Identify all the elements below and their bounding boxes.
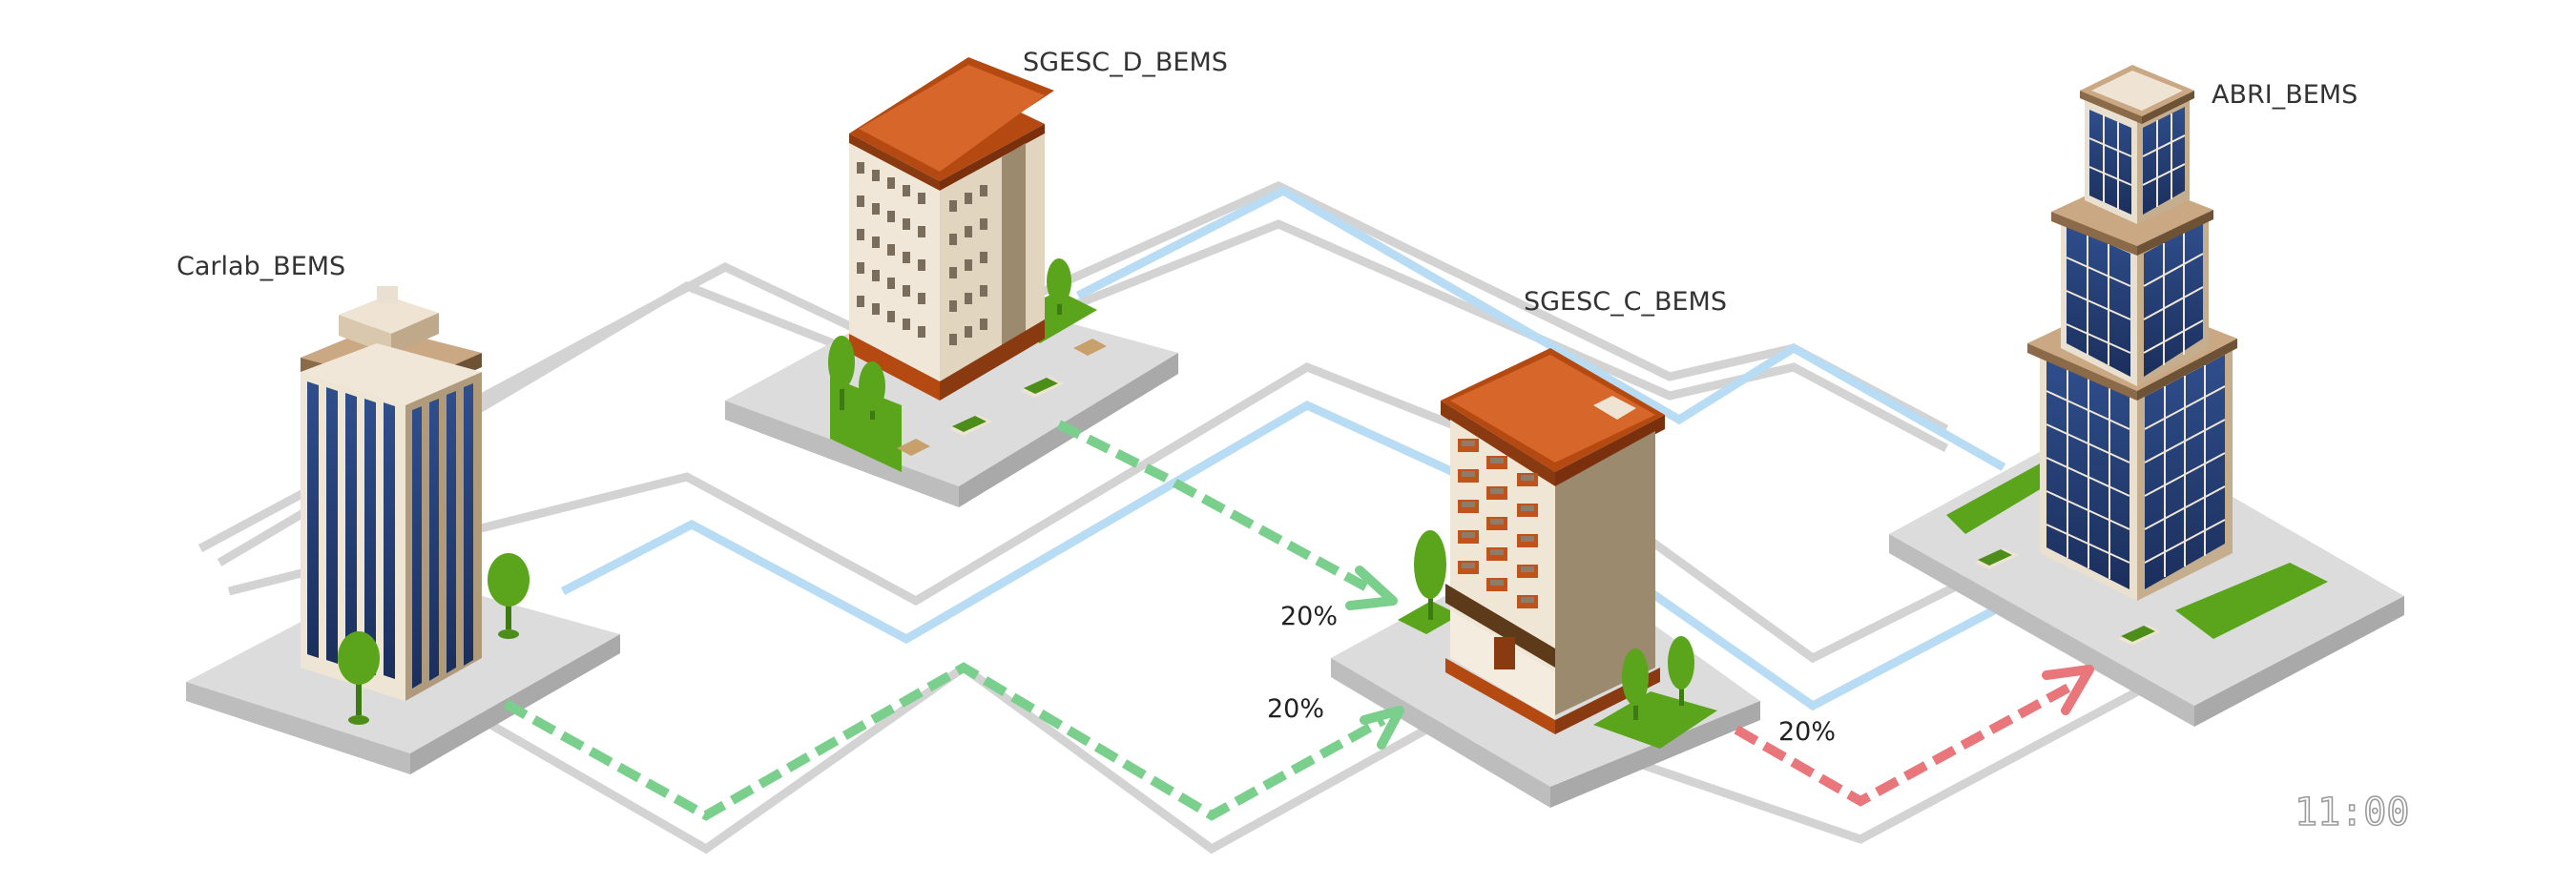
flow-percent-d-to-c: 20% — [1280, 602, 1338, 631]
arrowhead-icon — [1360, 706, 1404, 750]
active-line — [1075, 185, 2006, 471]
planter-icon — [1975, 548, 2161, 646]
grid-line — [455, 662, 2150, 854]
tree-icon — [828, 336, 855, 410]
tree-icon — [488, 553, 530, 639]
flow-arrow-d-to-c — [1056, 420, 1377, 596]
flow-percent-carlab-to-c: 20% — [1267, 694, 1324, 724]
flow-arrow-c-to-abri — [1734, 682, 2073, 807]
flow-percent-c-to-abri: 20% — [1778, 717, 1836, 747]
label-sgesc-d: SGESC_D_BEMS — [1023, 48, 1228, 77]
building-labels: Carlab_BEMS SGESC_D_BEMS SGESC_C_BEMS AB… — [177, 48, 2358, 317]
tree-icon — [1668, 636, 1694, 706]
flow-percentages: 20% 20% 20% — [1267, 602, 1836, 747]
planter-icon — [949, 377, 1064, 436]
arrow-heads — [1345, 566, 2094, 750]
building-sgesc-c — [1398, 348, 1717, 749]
building-carlab — [301, 286, 530, 725]
bench-icon — [897, 339, 1107, 456]
active-line — [560, 400, 1997, 711]
clock-display: 11:00 — [2295, 791, 2409, 834]
window-grid — [1458, 439, 1538, 608]
building-abri — [1946, 65, 2328, 646]
label-carlab: Carlab_BEMS — [177, 252, 345, 281]
label-sgesc-c: SGESC_C_BEMS — [1524, 287, 1727, 317]
window-grid — [857, 162, 987, 345]
network-lines — [197, 181, 2150, 854]
tree-icon — [1414, 530, 1446, 620]
flow-arrows — [503, 420, 2073, 821]
tree-icon — [859, 361, 885, 420]
arrowhead-icon — [2042, 665, 2094, 715]
tree-icon — [1047, 258, 1071, 315]
grid-line — [217, 219, 1949, 566]
tree-icon — [1622, 648, 1649, 720]
label-abri: ABRI_BEMS — [2212, 80, 2358, 110]
grid-line — [227, 361, 2045, 664]
arrowhead-icon — [1345, 566, 1398, 610]
tree-icon — [338, 631, 380, 725]
flow-arrow-carlab-to-c — [503, 662, 1386, 821]
building-sgesc-d — [828, 57, 1107, 472]
